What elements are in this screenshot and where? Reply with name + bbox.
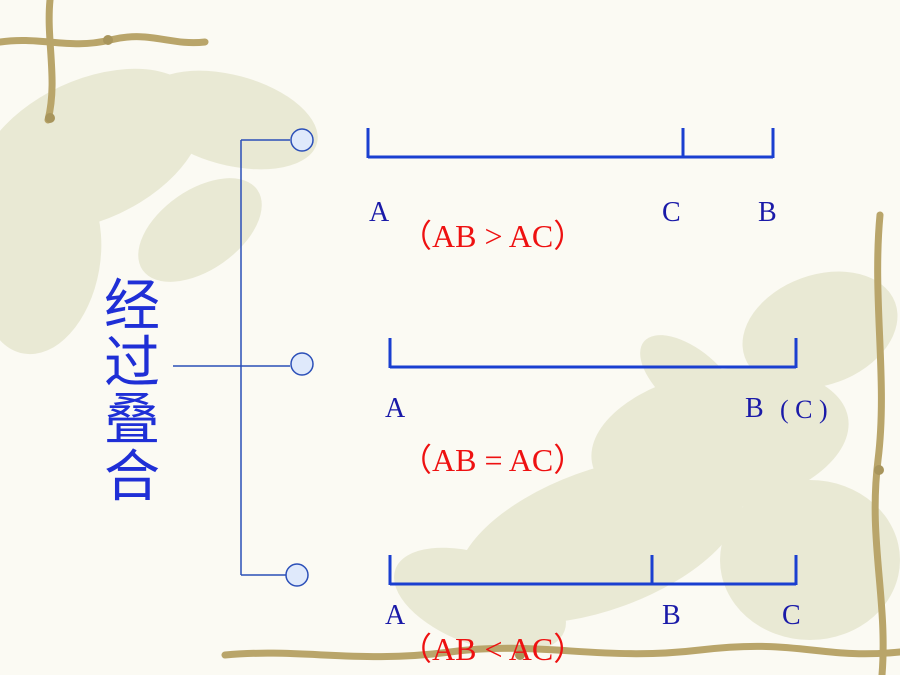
case-3-comparison: （AB < AC） <box>400 631 586 667</box>
case-1-comparison: （AB > AC） <box>400 218 586 254</box>
leaf-decoration <box>0 68 900 653</box>
vine-bud <box>45 35 884 660</box>
branch-nodes <box>285 128 314 587</box>
case-1-label-c: C <box>662 197 681 228</box>
case-2-label-a: A <box>385 393 406 424</box>
case-2-label-b: B <box>745 393 764 424</box>
segment-lines <box>366 128 798 586</box>
case-1-label-a: A <box>369 197 390 228</box>
bracket-connector <box>173 139 290 576</box>
case-2-coincident-c: ( C ) <box>780 395 828 424</box>
case-1-label-b: B <box>758 197 777 228</box>
case-2-comparison: （AB = AC） <box>400 442 586 478</box>
case-3-label-c: C <box>782 600 801 631</box>
node-case-1 <box>290 128 314 152</box>
case-3-label-a: A <box>385 600 406 631</box>
node-case-2 <box>290 352 314 376</box>
case-3-label-b: B <box>662 600 681 631</box>
node-case-3 <box>285 563 309 587</box>
vertical-title: 经过叠合 <box>104 274 160 510</box>
